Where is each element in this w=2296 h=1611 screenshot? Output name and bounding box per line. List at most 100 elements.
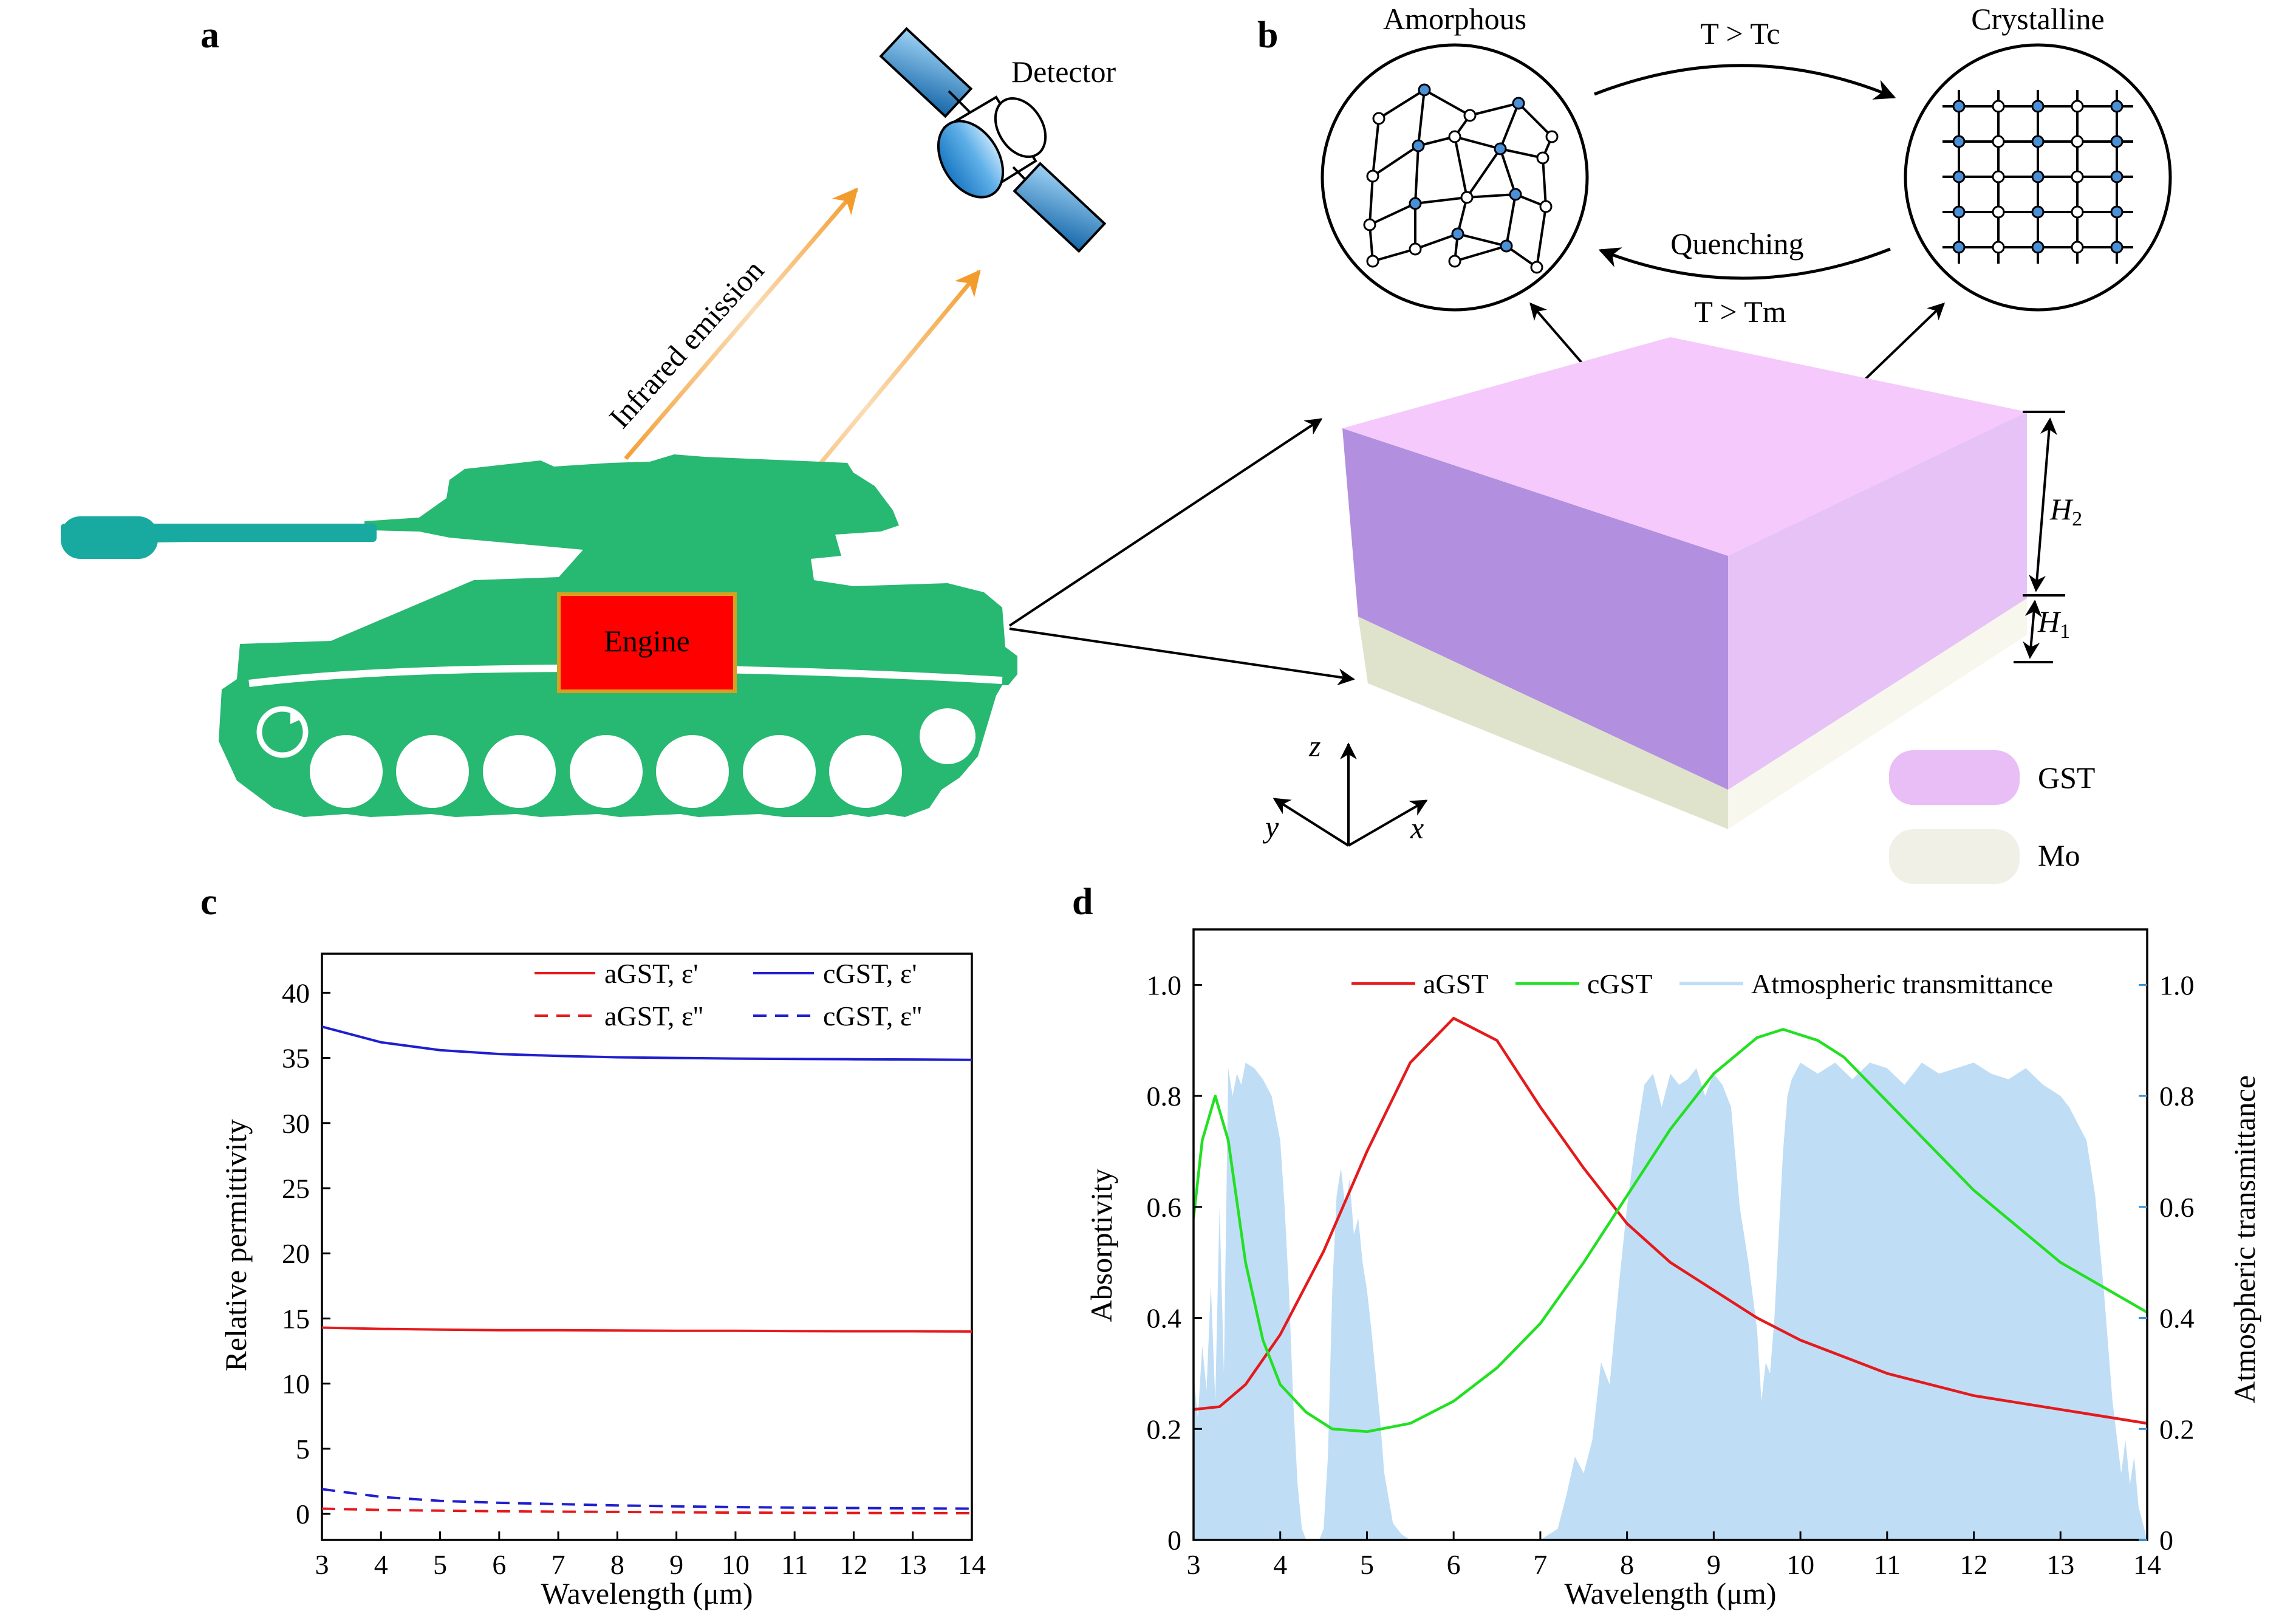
network-bond bbox=[1469, 102, 1519, 117]
chart-c-xlabel: Wavelength (μm) bbox=[541, 1576, 753, 1610]
layer-stack bbox=[1342, 337, 2027, 829]
chart-d-y2label: Atmospheric transmittance bbox=[2227, 1075, 2261, 1403]
network-atom bbox=[1409, 242, 1422, 256]
lattice-atom bbox=[2110, 135, 2123, 148]
mo-right-face bbox=[1728, 598, 2027, 829]
network-atom bbox=[1509, 188, 1522, 201]
amorphous-network-icon bbox=[1363, 83, 1559, 274]
network-bond bbox=[1369, 202, 1416, 226]
h2-label: H2 bbox=[2049, 492, 2082, 530]
chart-d-transmittance-area bbox=[1194, 1062, 2147, 1540]
panel-a-label: a bbox=[200, 15, 219, 56]
tank-to-mo-arrow bbox=[1009, 628, 1355, 686]
legend-mo-label: Mo bbox=[2038, 838, 2080, 872]
chart-c-frame bbox=[321, 953, 973, 1541]
network-atom bbox=[1412, 139, 1425, 152]
network-bond bbox=[1454, 135, 1501, 150]
network-bond bbox=[1415, 233, 1458, 250]
lattice-atom bbox=[2031, 100, 2045, 113]
network-atom bbox=[1448, 255, 1461, 268]
x-tick-label: 3 bbox=[1187, 1549, 1201, 1580]
coordinate-axes-icon bbox=[1273, 742, 1428, 847]
axis-x-label: x bbox=[1410, 811, 1424, 845]
lattice-atom bbox=[2071, 170, 2084, 183]
network-bond bbox=[1378, 89, 1426, 120]
panel-a: a Detector Infrared emission bbox=[61, 15, 1355, 817]
chart-d-ylabel: Absorptivity bbox=[1084, 1169, 1118, 1322]
network-bond bbox=[1500, 148, 1543, 159]
series-line bbox=[1194, 1016, 2147, 1425]
panel-c-label: c bbox=[200, 881, 217, 923]
quench-label: Quenching bbox=[1670, 227, 1803, 261]
x-tick-label: 5 bbox=[433, 1549, 447, 1580]
chart-c-ylabel: Relative permittivity bbox=[219, 1119, 253, 1371]
series-line bbox=[322, 1326, 972, 1333]
chart-d-xlabel: Wavelength (μm) bbox=[1564, 1576, 1776, 1610]
gst-right-face bbox=[1728, 412, 2027, 790]
emission-label: Infrared emission bbox=[603, 253, 771, 435]
lattice-atom bbox=[1992, 205, 2005, 219]
lattice-atom bbox=[1952, 170, 1966, 183]
network-bond bbox=[1499, 103, 1520, 149]
tank-icon bbox=[61, 454, 1017, 817]
network-atom bbox=[1448, 130, 1461, 143]
network-bond bbox=[1415, 196, 1467, 205]
chart-d-series bbox=[1194, 1016, 2147, 1434]
y-tick-label: 0.6 bbox=[1147, 1192, 1182, 1223]
amorphous-label: Amorphous bbox=[1383, 2, 1526, 36]
lattice-atom bbox=[1992, 100, 2005, 113]
x-tick-label: 10 bbox=[722, 1549, 750, 1580]
network-atom bbox=[1530, 261, 1543, 274]
y-tick-label: 0 bbox=[296, 1499, 310, 1530]
tank-to-gst-arrow bbox=[1008, 418, 1323, 627]
x-tick-label: 9 bbox=[1707, 1549, 1721, 1580]
legend-label: cGST, ε'' bbox=[823, 1000, 922, 1031]
lattice-atom bbox=[2110, 170, 2123, 183]
network-atom bbox=[1409, 197, 1422, 210]
y-tick-label: 10 bbox=[282, 1369, 310, 1400]
x-tick-label: 9 bbox=[669, 1549, 683, 1580]
lattice-atom bbox=[2031, 205, 2045, 219]
legend-gst-swatch bbox=[1889, 750, 2020, 805]
network-bond bbox=[1505, 194, 1517, 247]
y-tick-label: 0.4 bbox=[1147, 1303, 1182, 1334]
x-tick-label: 12 bbox=[1960, 1549, 1988, 1580]
legend-label: cGST bbox=[1587, 968, 1652, 999]
network-bond bbox=[1372, 248, 1416, 262]
lattice-atom bbox=[1992, 135, 2005, 148]
lattice-atom bbox=[2110, 205, 2123, 219]
network-bond bbox=[1454, 245, 1507, 262]
lattice-atom bbox=[1952, 135, 1966, 148]
y-tick-label: 35 bbox=[282, 1043, 310, 1074]
thickness-markers bbox=[2014, 411, 2065, 663]
quenching-arrow bbox=[1598, 247, 1891, 280]
network-bond bbox=[1454, 136, 1468, 198]
x-tick-label: 14 bbox=[958, 1549, 986, 1580]
series-line bbox=[322, 1025, 972, 1061]
x-tick-label: 6 bbox=[1447, 1549, 1461, 1580]
network-atom bbox=[1372, 112, 1385, 125]
x-tick-label: 13 bbox=[899, 1549, 927, 1580]
y-tick-label: 30 bbox=[282, 1108, 310, 1139]
legend-label: aGST, ε'' bbox=[604, 1000, 703, 1031]
x-tick-label: 12 bbox=[839, 1549, 867, 1580]
series-line bbox=[322, 1488, 972, 1510]
mo-front-face bbox=[1358, 617, 1728, 829]
x-tick-label: 11 bbox=[781, 1549, 808, 1580]
network-bond bbox=[1372, 145, 1420, 177]
network-bond bbox=[1536, 206, 1547, 268]
lattice-atom bbox=[2031, 170, 2045, 183]
lattice-atom bbox=[2110, 241, 2123, 254]
x-tick-label: 7 bbox=[552, 1549, 565, 1580]
y-tick-label: 0.2 bbox=[1147, 1414, 1182, 1445]
network-bond bbox=[1542, 157, 1547, 207]
y2-tick-label: 0.6 bbox=[2159, 1192, 2195, 1223]
detector-satellite-icon bbox=[879, 27, 1107, 253]
network-atom bbox=[1418, 83, 1431, 97]
x-tick-label: 4 bbox=[374, 1549, 388, 1580]
legend-label: Atmospheric transmittance bbox=[1751, 968, 2053, 999]
axis-z-label: z bbox=[1308, 729, 1321, 763]
engine-box bbox=[557, 592, 737, 693]
axis-y-label: y bbox=[1262, 810, 1279, 844]
gst-top-face bbox=[1342, 337, 2027, 556]
